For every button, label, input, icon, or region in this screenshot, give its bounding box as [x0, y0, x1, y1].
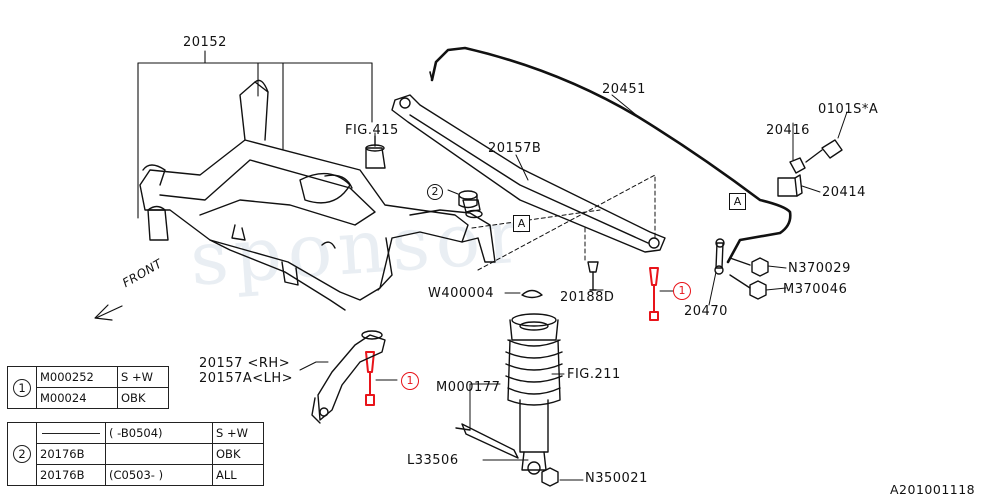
stabilizer-bracket-drawing — [777, 139, 843, 197]
trailing-arm-drawing — [311, 330, 386, 424]
mount-bushing-drawing — [458, 190, 483, 219]
label-20470: 20470 — [684, 304, 728, 319]
label-20414: 20414 — [822, 185, 866, 200]
label-m000177: M000177 — [436, 380, 501, 395]
label-n350021: N350021 — [585, 471, 648, 486]
label-fig-415: FIG.415 — [345, 123, 399, 138]
legend2-header-range: ( -B0504) — [105, 422, 213, 444]
label-20152: 20152 — [183, 35, 227, 50]
legend2-range-0 — [105, 443, 213, 465]
legend-table-2: 2 ( -B0504) S +W 20176B OBK 20176B (C050… — [7, 422, 264, 486]
legend2-part-1: 20176B — [36, 464, 106, 486]
stabilizer-bar-drawing — [429, 46, 792, 264]
legend2-num-cell: 2 — [7, 422, 37, 486]
lateral-link-drawing — [391, 94, 666, 253]
label-0101s: 0101S*A — [818, 102, 879, 117]
label-w400004: W400004 — [428, 286, 494, 301]
label-20157b: 20157B — [488, 141, 542, 156]
legend2-spec-1: ALL — [212, 464, 264, 486]
label-20416: 20416 — [766, 123, 810, 138]
legend1-num: 1 — [13, 378, 31, 397]
box-a-left: A — [513, 215, 530, 232]
label-20451: 20451 — [602, 82, 646, 97]
leader-lines — [299, 94, 848, 481]
stabilizer-link-drawing — [714, 238, 751, 289]
legend2-num: 2 — [13, 445, 31, 463]
legend2-header-part — [36, 422, 106, 444]
legend2-header-spec: S +W — [212, 422, 264, 444]
legend1-spec-0: S +W — [117, 366, 169, 388]
spring-strut-drawing — [505, 313, 563, 475]
label-l33506: L33506 — [407, 453, 459, 468]
legend2-part-0: 20176B — [36, 443, 106, 465]
legend1-part-1: M00024 — [36, 387, 118, 409]
washer-drawing — [521, 289, 543, 299]
legend1-num-cell: 1 — [7, 366, 37, 409]
legend2-range-1: (C0503- ) — [105, 464, 213, 486]
bolt-m000177-drawing — [455, 423, 519, 459]
label-fig-211: FIG.211 — [567, 367, 621, 382]
legend2-spec-0: OBK — [212, 443, 264, 465]
legend-table-1: 1 M000252 S +W M00024 OBK — [7, 366, 169, 409]
red-bolts-drawing — [365, 267, 659, 406]
ref-circle-2: 2 — [427, 184, 443, 200]
dashed-guides — [471, 174, 656, 271]
crossmember-drawing — [139, 79, 496, 311]
legend1-part-0: M000252 — [36, 366, 118, 388]
label-n370029: N370029 — [788, 261, 851, 276]
label-20188d: 20188D — [560, 290, 615, 305]
front-arrow-drawing — [94, 304, 123, 321]
callout-1-left: 1 — [401, 372, 419, 390]
label-20157a-lh: 20157A<LH> — [199, 371, 294, 386]
crossmember-leaders — [137, 50, 373, 219]
nut-drawings — [541, 257, 769, 487]
legend1-spec-1: OBK — [117, 387, 169, 409]
label-m370046: M370046 — [783, 282, 848, 297]
bolt-20188d-drawing — [587, 261, 599, 291]
box-a-right: A — [729, 193, 746, 210]
diagram-id: A201001118 — [890, 482, 976, 497]
callout-1-right: 1 — [673, 282, 691, 300]
label-20157-rh: 20157 <RH> — [199, 356, 291, 371]
